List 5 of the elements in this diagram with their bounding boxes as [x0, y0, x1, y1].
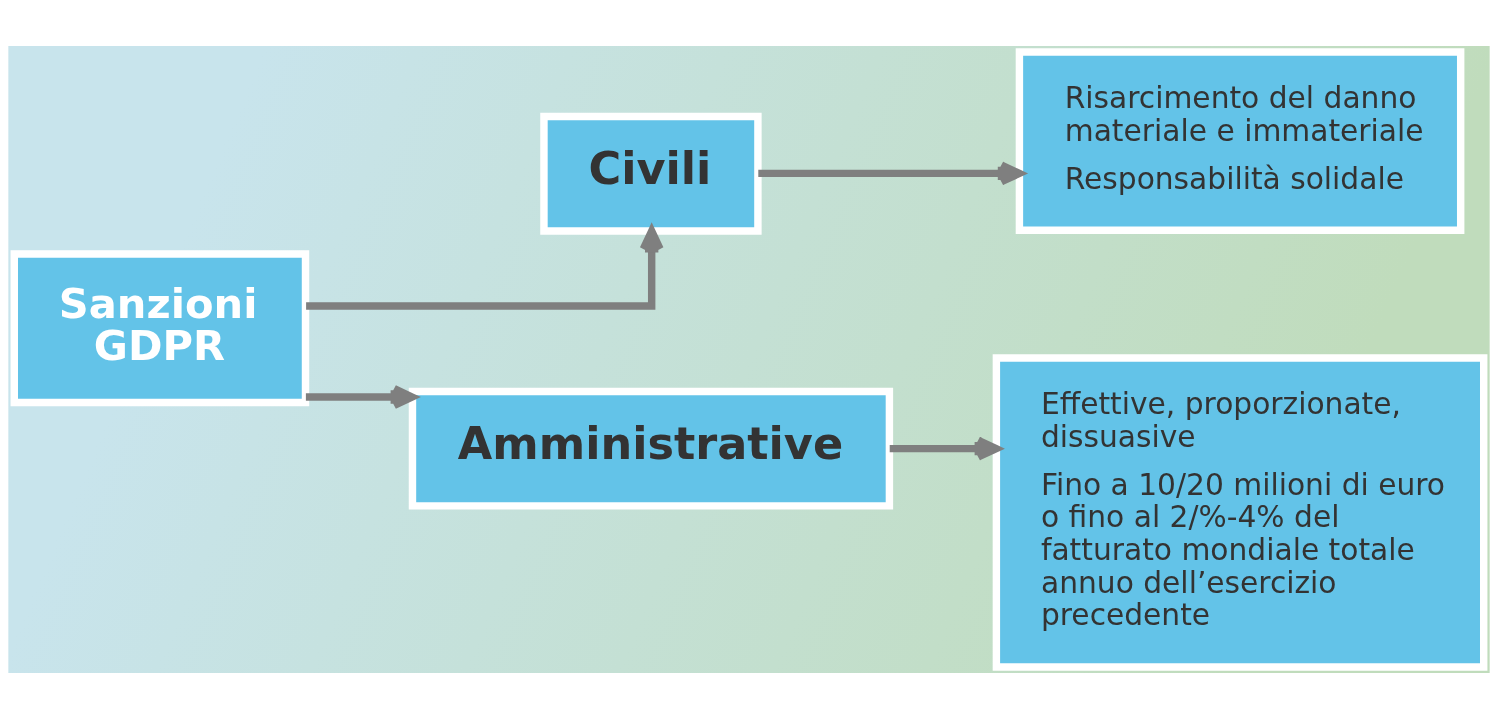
node-box: Amministrative — [408, 387, 894, 510]
node-box: Effettive, proporzionate, dissuasive Fino a 10/20 milioni di euro o fino al 2/%-4% del fatturato mondiale totale annuo dell’esercizio precedente — [992, 353, 1488, 671]
node-box: Risarcimento del danno materiale e immateriale Responsabilità solidale — [1015, 47, 1465, 234]
node-box: Sanzioni GDPR — [10, 249, 310, 406]
node-box: Civili — [540, 112, 762, 235]
